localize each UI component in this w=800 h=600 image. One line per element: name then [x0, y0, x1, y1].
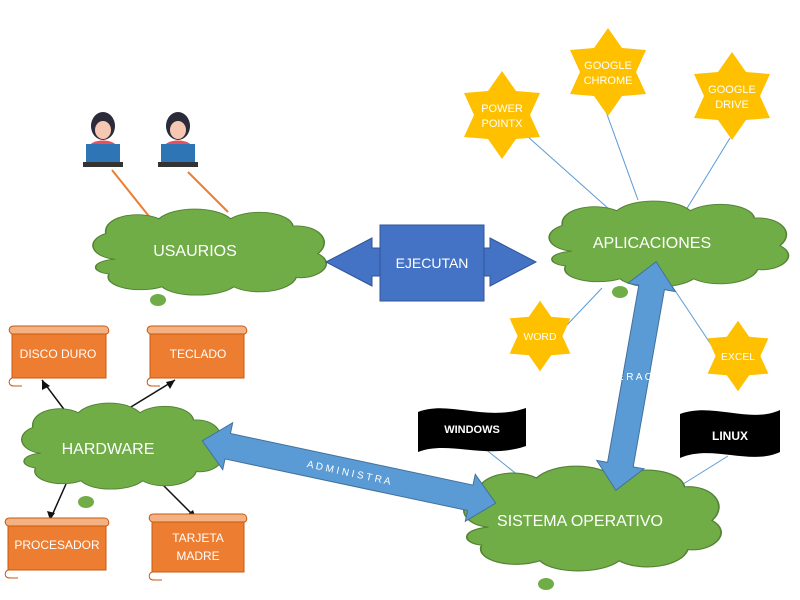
- interactua-label: I N T E R A C T U A: [593, 372, 680, 383]
- star-word-label: WORD: [524, 332, 557, 343]
- scroll-tarjeta-line1: TARJETA: [172, 531, 224, 545]
- line-usuarios-user1: [111, 169, 153, 221]
- user-face: [170, 121, 186, 139]
- cloud-hardware-bubble: [78, 496, 94, 508]
- scroll-tarjeta-madre: TARJETA MADRE: [148, 513, 248, 581]
- user-figure-2: [158, 112, 198, 167]
- star-chrome-line1: GOOGLE: [584, 60, 632, 72]
- flag-linux-label: LINUX: [712, 429, 748, 443]
- star-powerpoint-line2: POINTX: [482, 118, 524, 130]
- star-chrome: GOOGLE CHROME: [570, 28, 646, 116]
- line-apps-drive: [685, 137, 731, 211]
- interactua-arrow: I N T E R A C T U A: [593, 261, 680, 491]
- arrowhead-teclado: [166, 380, 175, 389]
- star-drive-line1: GOOGLE: [708, 84, 756, 96]
- arrowhead-procesador: [47, 511, 55, 520]
- laptop: [161, 144, 195, 162]
- star-excel: EXCEL: [707, 320, 769, 392]
- cloud-sistema-label: SISTEMA OPERATIVO: [497, 513, 663, 530]
- star-excel-label: EXCEL: [721, 352, 755, 363]
- scroll-procesador-label: PROCESADOR: [14, 538, 100, 552]
- flag-windows-label: WINDOWS: [444, 424, 500, 436]
- cloud-sistema-bubble: [538, 578, 554, 590]
- flag-linux: LINUX: [680, 410, 780, 458]
- flag-windows: WINDOWS: [418, 408, 526, 452]
- star-drive: GOOGLE DRIVE: [694, 52, 770, 140]
- scroll-teclado: TECLADO: [146, 325, 248, 387]
- star-powerpoint-line1: POWER: [481, 103, 523, 115]
- line-apps-chrome: [603, 105, 639, 201]
- star-chrome-line2: CHROME: [584, 75, 633, 87]
- scroll-disco-duro-label: DISCO DURO: [20, 347, 97, 361]
- cloud-usuarios-bubble: [150, 294, 166, 306]
- cloud-aplicaciones-bubble: [612, 286, 628, 298]
- scroll-procesador: PROCESADOR: [4, 517, 110, 579]
- administra-arrow-shape: [201, 421, 497, 523]
- line-so-linux: [679, 455, 729, 487]
- scroll-teclado-label: TECLADO: [170, 347, 227, 361]
- desk: [158, 162, 198, 167]
- ejecutan-label: EJECUTAN: [396, 255, 469, 271]
- star-powerpoint: POWER POINTX: [464, 71, 540, 159]
- line-apps-word: [565, 287, 603, 327]
- star-word: WORD: [509, 300, 571, 372]
- ejecutan-box: [379, 224, 485, 302]
- connector-lines: [41, 105, 731, 521]
- user-face: [95, 121, 111, 139]
- user-figure-1: [83, 112, 123, 167]
- cloud-aplicaciones-label: APLICACIONES: [593, 235, 711, 252]
- laptop: [86, 144, 120, 162]
- desk: [83, 162, 123, 167]
- interactua-arrow-shape: [595, 261, 677, 491]
- line-apps-powerpoint: [517, 127, 611, 211]
- cloud-hardware-label: HARDWARE: [62, 441, 155, 458]
- scroll-tarjeta-line2: MADRE: [176, 549, 219, 563]
- arrowhead-disco: [42, 380, 50, 390]
- star-drive-line2: DRIVE: [715, 99, 749, 111]
- scroll-disco-duro: DISCO DURO: [8, 325, 110, 387]
- line-usuarios-user2: [187, 171, 229, 213]
- cloud-usuarios-label: USAURIOS: [153, 243, 237, 260]
- line-apps-excel: [671, 285, 713, 347]
- line-hw-teclado: [125, 379, 176, 411]
